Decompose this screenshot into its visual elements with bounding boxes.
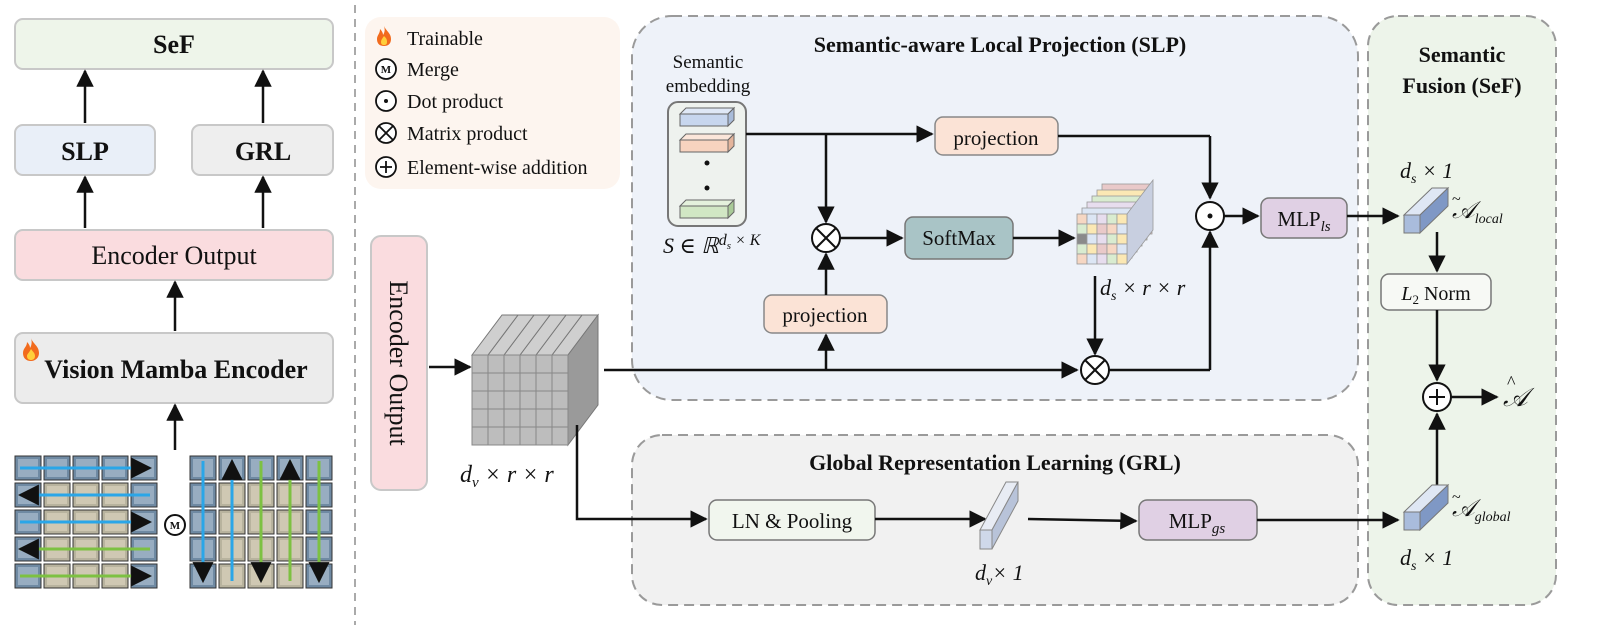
svg-text:^: ^ xyxy=(1507,372,1516,392)
legend: Trainable M Merge Dot product Matrix pro… xyxy=(365,17,620,189)
patch-grid-right xyxy=(189,455,333,589)
slp-title: Semantic-aware Local Projection (SLP) xyxy=(814,32,1187,57)
feature-cube-label: dv × r × r xyxy=(460,462,554,491)
encoder-output-vertical-box xyxy=(370,235,428,491)
grl-box-label: GRL xyxy=(235,137,291,166)
ln-pooling-label: LN & Pooling xyxy=(732,509,853,533)
encoder-output-box xyxy=(14,229,334,281)
legend-trainable: Trainable xyxy=(407,28,483,50)
legend-merge-icon xyxy=(375,58,397,80)
merge-icon-label: M xyxy=(170,520,181,532)
svg-text:~: ~ xyxy=(1452,489,1461,506)
grl-box xyxy=(191,124,334,176)
legend-element-addition: Element-wise addition xyxy=(407,157,588,179)
mlp-gs-label: MLPgs xyxy=(1169,509,1226,537)
svg-text:~: ~ xyxy=(1452,191,1461,208)
slp-box-label: SLP xyxy=(61,137,109,166)
feature-cube xyxy=(471,313,599,447)
l2-norm-label: L2 Norm xyxy=(1400,283,1471,307)
mlp-ls-label: MLPls xyxy=(1277,207,1330,235)
patch-grid-left xyxy=(14,455,158,589)
softmax-label: SoftMax xyxy=(922,226,996,250)
pooled-vector xyxy=(979,481,1019,550)
projection-top-label: projection xyxy=(953,126,1039,150)
projection-bottom-label: projection xyxy=(782,303,868,327)
encoder-output-vertical-label: Encoder Output xyxy=(384,280,413,446)
s-matrix-label: S ∈ ℝds × K xyxy=(663,232,762,258)
legend-merge-symbol: M xyxy=(381,64,392,76)
mlp-ls-box xyxy=(1260,197,1348,239)
encoder-output-label: Encoder Output xyxy=(91,241,257,270)
legend-merge: Merge xyxy=(407,59,459,81)
vision-mamba-box xyxy=(14,332,334,404)
sef-box-label: SeF xyxy=(153,30,195,59)
legend-background xyxy=(365,17,620,189)
embedding-slab-blue xyxy=(678,106,736,128)
legend-fire-icon xyxy=(377,26,391,46)
attention-cube xyxy=(1076,178,1154,266)
ds-bottom-label: ds × 1 xyxy=(1400,545,1453,574)
left-panel: SeF SLP GRL Encoder Output Vision Mamba … xyxy=(14,18,334,589)
local-vector xyxy=(1402,186,1450,235)
slp-box xyxy=(14,124,156,176)
sef-title-line2: Fusion (SeF) xyxy=(1402,73,1521,98)
fire-icon xyxy=(23,338,39,361)
legend-matrix-product: Matrix product xyxy=(407,123,528,145)
vision-mamba-label: Vision Mamba Encoder xyxy=(44,355,307,384)
embedding-slab-green xyxy=(678,198,736,220)
attn-cube-label: ds × r × r xyxy=(1100,275,1186,304)
sef-box xyxy=(14,18,334,70)
legend-dot-product: Dot product xyxy=(407,91,504,113)
ds-top-label: ds × 1 xyxy=(1400,158,1453,187)
grl-title: Global Representation Learning (GRL) xyxy=(809,450,1181,475)
semantic-embedding-line2: embedding xyxy=(666,76,751,97)
semantic-embedding-line1: Semantic xyxy=(673,52,744,73)
embedding-slab-orange xyxy=(678,132,736,154)
merge-icon xyxy=(164,514,186,536)
dv-label: dv× 1 xyxy=(975,560,1024,589)
sef-title-line1: Semantic xyxy=(1419,42,1506,67)
global-vector xyxy=(1402,483,1450,532)
